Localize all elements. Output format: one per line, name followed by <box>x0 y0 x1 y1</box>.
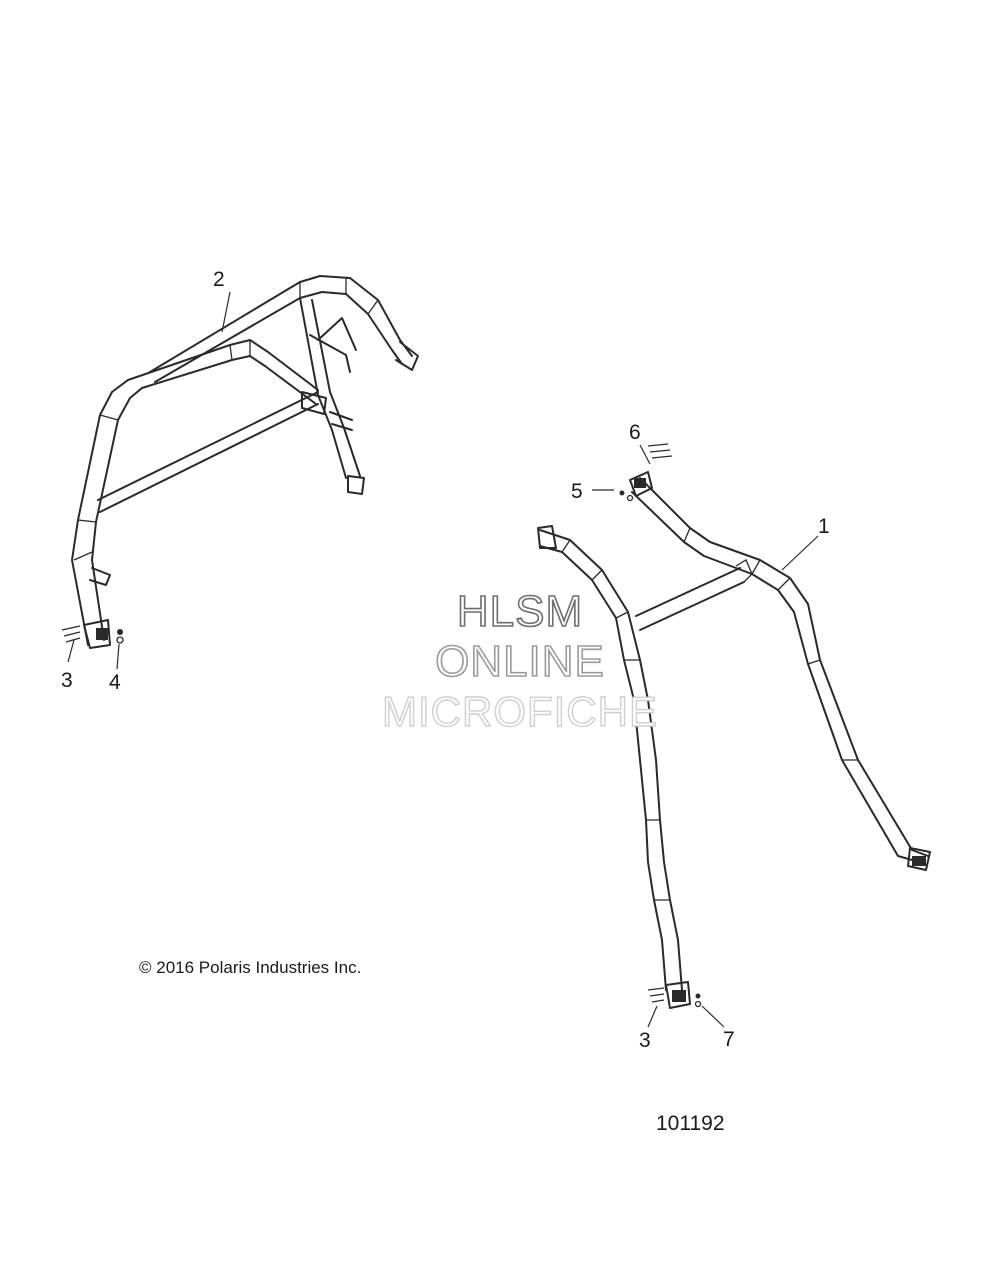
front-cage-hardware <box>619 443 702 1008</box>
callout-3-right: 3 <box>639 1029 651 1052</box>
callout-2: 2 <box>213 268 225 291</box>
watermark-line-1: HLSM <box>456 587 584 636</box>
leader-lines <box>67 291 819 1028</box>
rear-cage-part <box>71 275 419 649</box>
callout-5: 5 <box>571 480 583 503</box>
callout-6: 6 <box>629 421 641 444</box>
callout-3-left: 3 <box>61 669 73 692</box>
front-cage-part <box>537 471 931 1009</box>
copyright-notice: © 2016 Polaris Industries Inc. <box>139 958 362 977</box>
watermark-line-2: ONLINE <box>434 637 605 686</box>
watermark-line-3: MICROFICHE <box>381 688 658 735</box>
callout-4: 4 <box>109 671 121 694</box>
diagram-reference-number: 101192 <box>656 1112 725 1135</box>
callout-7: 7 <box>723 1028 735 1051</box>
callout-1: 1 <box>818 515 830 538</box>
rear-cage-hardware <box>61 625 124 644</box>
